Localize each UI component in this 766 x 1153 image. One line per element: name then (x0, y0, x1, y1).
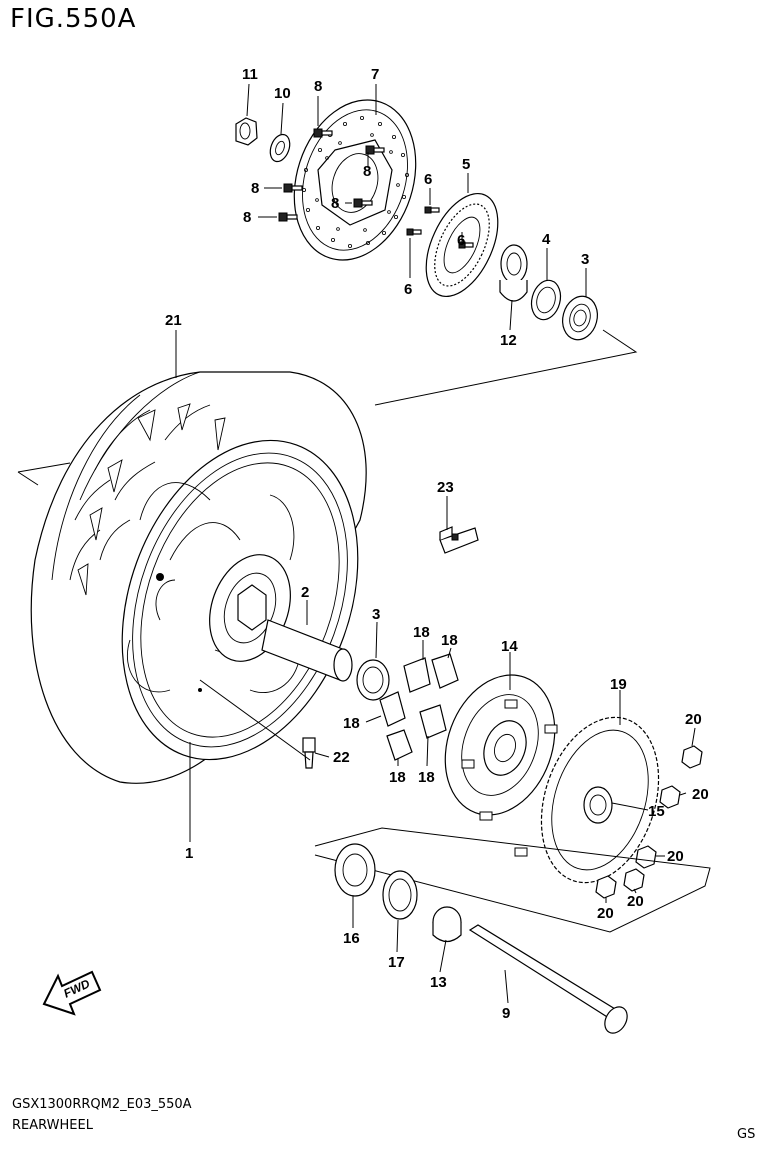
callout-3: 3 (372, 606, 380, 623)
callout-4: 4 (542, 231, 551, 248)
spacer-top (499, 244, 528, 302)
callout-14: 14 (501, 638, 518, 655)
disc-bolts (278, 128, 385, 222)
bearing-bottom (334, 843, 376, 897)
callout-18: 18 (389, 769, 406, 786)
spacer-bottom (432, 906, 462, 943)
callout-15: 15 (648, 803, 665, 820)
forward-arrow: FWD (42, 970, 102, 1016)
callout-6: 6 (457, 232, 465, 249)
callout-16: 16 (343, 930, 360, 947)
callout-18: 18 (418, 769, 435, 786)
washer (269, 133, 291, 163)
sprocket-carrier (444, 674, 558, 857)
callout-20: 20 (627, 893, 644, 910)
callout-12: 12 (500, 332, 517, 349)
balance-weight (439, 526, 479, 554)
callout-21: 21 (165, 312, 182, 329)
callout-3: 3 (581, 251, 589, 268)
rear-axle (468, 924, 628, 1034)
callout-8: 8 (243, 209, 251, 226)
callout-9: 9 (502, 1005, 510, 1022)
callout-8: 8 (331, 195, 339, 212)
region-code: GS (737, 1127, 756, 1142)
callout-18: 18 (343, 715, 360, 732)
callout-20: 20 (685, 711, 702, 728)
callout-20: 20 (597, 905, 614, 922)
callout-7: 7 (371, 66, 379, 83)
callout-6: 6 (424, 171, 432, 188)
group-bracket-left (17, 462, 71, 486)
callout-17: 17 (388, 954, 405, 971)
callout-20: 20 (667, 848, 684, 865)
callout-5: 5 (462, 156, 470, 173)
callout-6: 6 (404, 281, 412, 298)
brake-disc (293, 99, 417, 261)
callout-20: 20 (692, 786, 709, 803)
callout-8: 8 (251, 180, 259, 197)
callout-18: 18 (441, 632, 458, 649)
bearing-top (562, 295, 598, 341)
sprocket-nuts (595, 745, 703, 899)
oil-seal-bottom (382, 870, 418, 920)
cush-dampers (379, 653, 459, 761)
axle-spacer (261, 619, 353, 682)
callout-2: 2 (301, 584, 309, 601)
group-bracket-top (374, 329, 638, 406)
callout-22: 22 (333, 749, 350, 766)
callout-1: 1 (185, 845, 193, 862)
callout-13: 13 (430, 974, 447, 991)
group-bracket-bottom (314, 827, 711, 933)
figure-code: GSX1300RRQM2_E03_550A (12, 1097, 192, 1112)
callout-10: 10 (274, 85, 291, 102)
rear-wheel (121, 439, 359, 761)
callout-23: 23 (437, 479, 454, 496)
figure-name: REARWHEEL (12, 1118, 93, 1133)
oil-seal-top (530, 279, 562, 321)
tire-valve (302, 737, 316, 769)
callout-8: 8 (314, 78, 322, 95)
axle-nut (235, 117, 258, 146)
leader-lines (175, 83, 696, 1004)
callout-11: 11 (242, 66, 258, 83)
callout-8: 8 (363, 163, 371, 180)
callout-18: 18 (413, 624, 430, 641)
callout-labels: 11 10 8 7 8 8 8 8 6 5 6 6 4 3 12 21 23 2… (165, 66, 709, 1022)
figure-title: FIG.550A (10, 4, 137, 34)
callout-19: 19 (610, 676, 627, 693)
rear-sprocket (540, 716, 660, 884)
bearing-middle (356, 659, 390, 701)
